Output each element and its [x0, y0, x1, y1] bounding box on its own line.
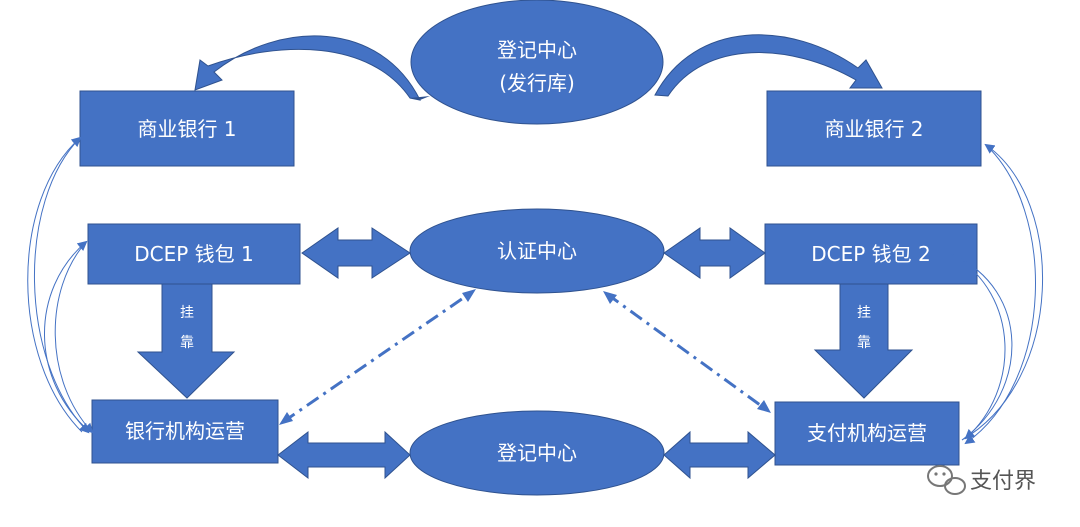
- double-arrow-auth-wallet2: [663, 227, 766, 279]
- dcep-wallet-1: DCEP 钱包 1: [87, 223, 301, 285]
- curved-arrow-to-bank2: [654, 34, 883, 97]
- payment-operator-label: 支付机构运营: [807, 421, 927, 445]
- bank-operator-label: 银行机构运营: [125, 419, 245, 443]
- wallet1-label: DCEP 钱包 1: [134, 242, 254, 266]
- dashdot-arrow-bankop-auth: [279, 289, 476, 425]
- payment-operator: 支付机构运营: [774, 401, 960, 466]
- registry-bottom-label: 登记中心: [497, 441, 577, 465]
- bank-operator: 银行机构运营: [91, 399, 279, 464]
- attach-left-char2: 靠: [180, 335, 194, 351]
- wallet2-label: DCEP 钱包 2: [811, 242, 931, 266]
- registry-center-bottom: 登记中心: [409, 410, 665, 496]
- bank1-label: 商业银行 1: [137, 117, 236, 141]
- commercial-bank-2: 商业银行 2: [766, 90, 982, 167]
- attach-right-char2: 靠: [857, 335, 871, 351]
- auth-center: 认证中心: [409, 208, 665, 294]
- auth-center-label: 认证中心: [497, 239, 577, 263]
- attach-left-char1: 挂: [180, 305, 194, 321]
- attach-right-char1: 挂: [857, 305, 871, 321]
- dashdot-arrow-auth-payop: [603, 291, 771, 413]
- double-arrow-registry-payop: [663, 430, 776, 480]
- thin-connectors-left: [27, 136, 94, 434]
- double-arrow-bankop-registry: [277, 430, 411, 480]
- watermark-text: 支付界: [970, 469, 1036, 494]
- registry-top-line1: 登记中心: [497, 38, 577, 62]
- curved-arrow-to-bank1: [194, 35, 430, 101]
- registry-top-line2: (发行库): [499, 71, 575, 95]
- commercial-bank-1: 商业银行 1: [79, 90, 295, 167]
- attach-arrow-right: 挂 靠: [813, 283, 914, 399]
- bank2-label: 商业银行 2: [824, 117, 923, 141]
- attach-arrow-left: 挂 靠: [136, 283, 236, 399]
- wechat-icon: [927, 465, 966, 495]
- double-arrow-wallet1-auth: [301, 227, 411, 279]
- registry-center-top: 登记中心 (发行库): [410, 0, 664, 125]
- thin-connectors-right: [951, 143, 1043, 445]
- dcep-wallet-2: DCEP 钱包 2: [764, 223, 978, 285]
- watermark: 支付界: [927, 465, 1036, 495]
